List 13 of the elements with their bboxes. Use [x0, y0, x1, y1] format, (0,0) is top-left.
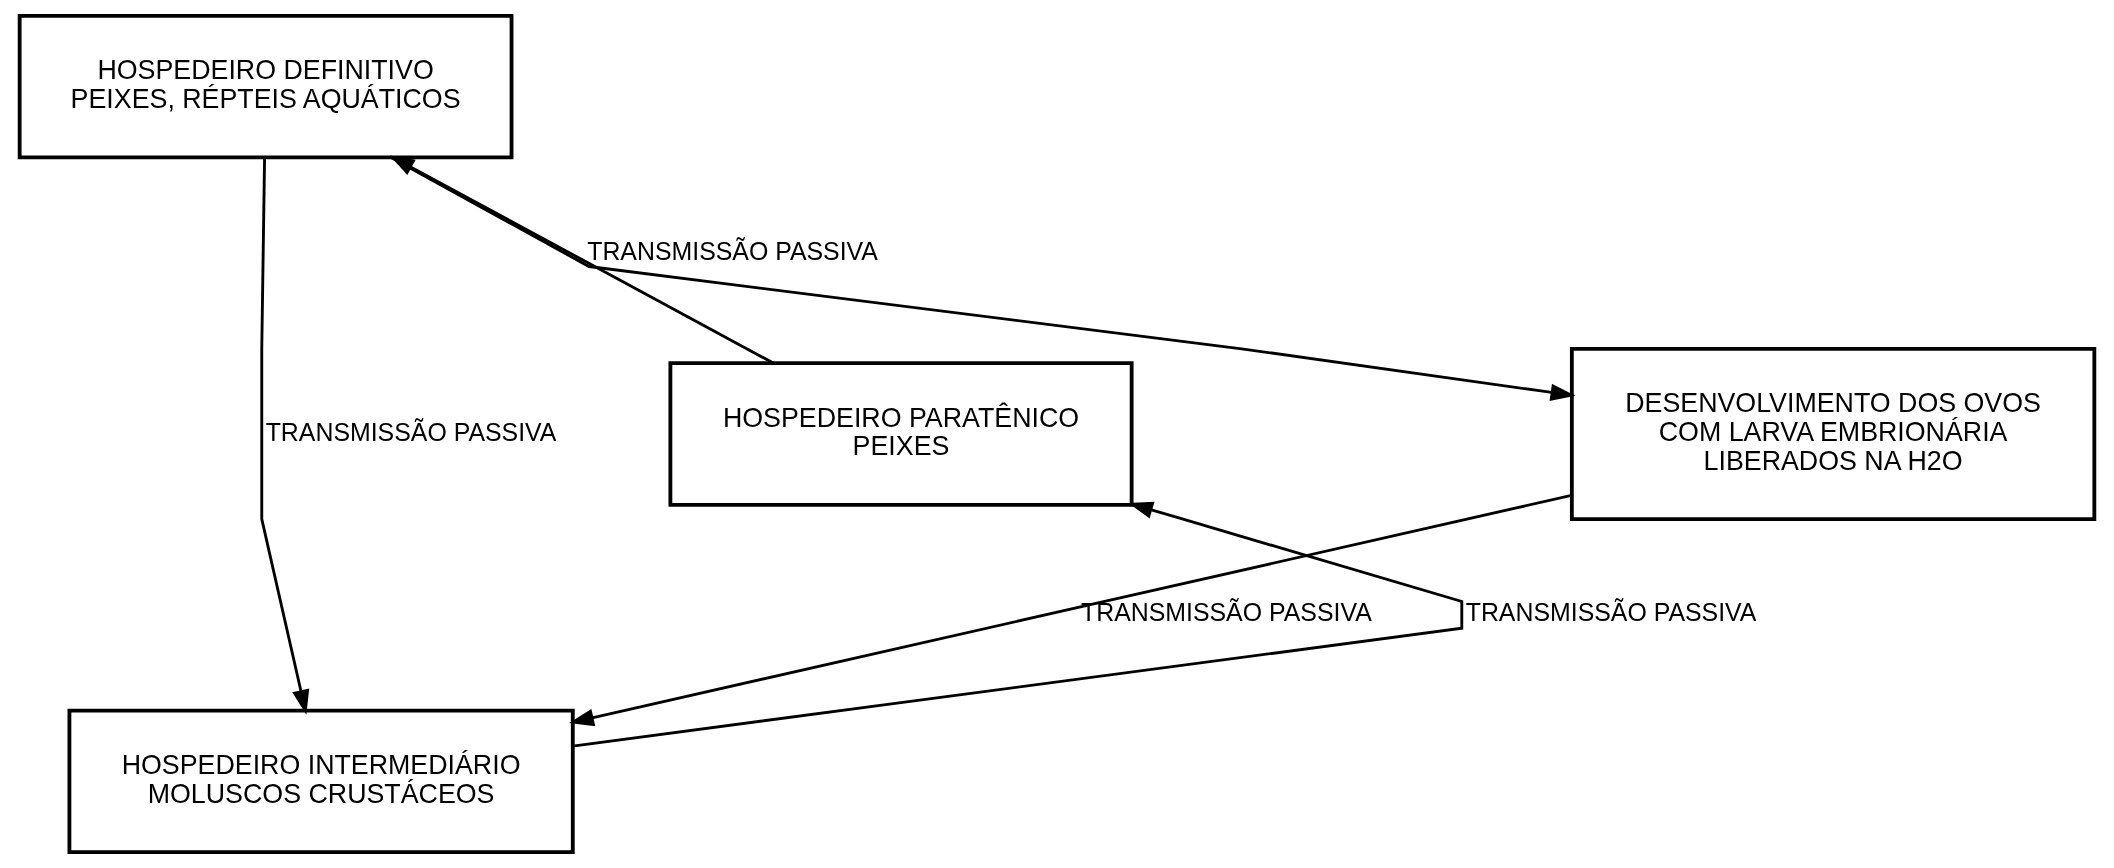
arrow: [390, 156, 1576, 401]
arrow: [389, 155, 775, 365]
edge-label: TRANSMISSÃO PASSIVA: [587, 236, 878, 265]
edge-label: TRANSMISSÃO PASSIVA: [1465, 598, 1757, 627]
node-box: HOSPEDEIRO PARATÊNICO PEIXES: [668, 361, 1134, 507]
node-box: HOSPEDEIRO INTERMEDIÁRIO MOLUSCOS CRUSTÁCEOS: [67, 708, 575, 855]
node-box: DESENVOLVIMENTO DOS OVOS COM LARVA EMBRIONÁRIA LIBERADOS NA H2O: [1569, 346, 2097, 522]
edge-label: TRANSMISSÃO PASSIVA: [1081, 598, 1372, 627]
arrow: [572, 501, 1464, 748]
node-box: HOSPEDEIRO DEFINITIVO PEIXES, RÉPTEIS AQUÁTICOS: [17, 13, 514, 160]
arrow: [569, 493, 1572, 727]
arrow: [260, 157, 310, 715]
edge-label: TRANSMISSÃO PASSIVA: [265, 417, 557, 446]
